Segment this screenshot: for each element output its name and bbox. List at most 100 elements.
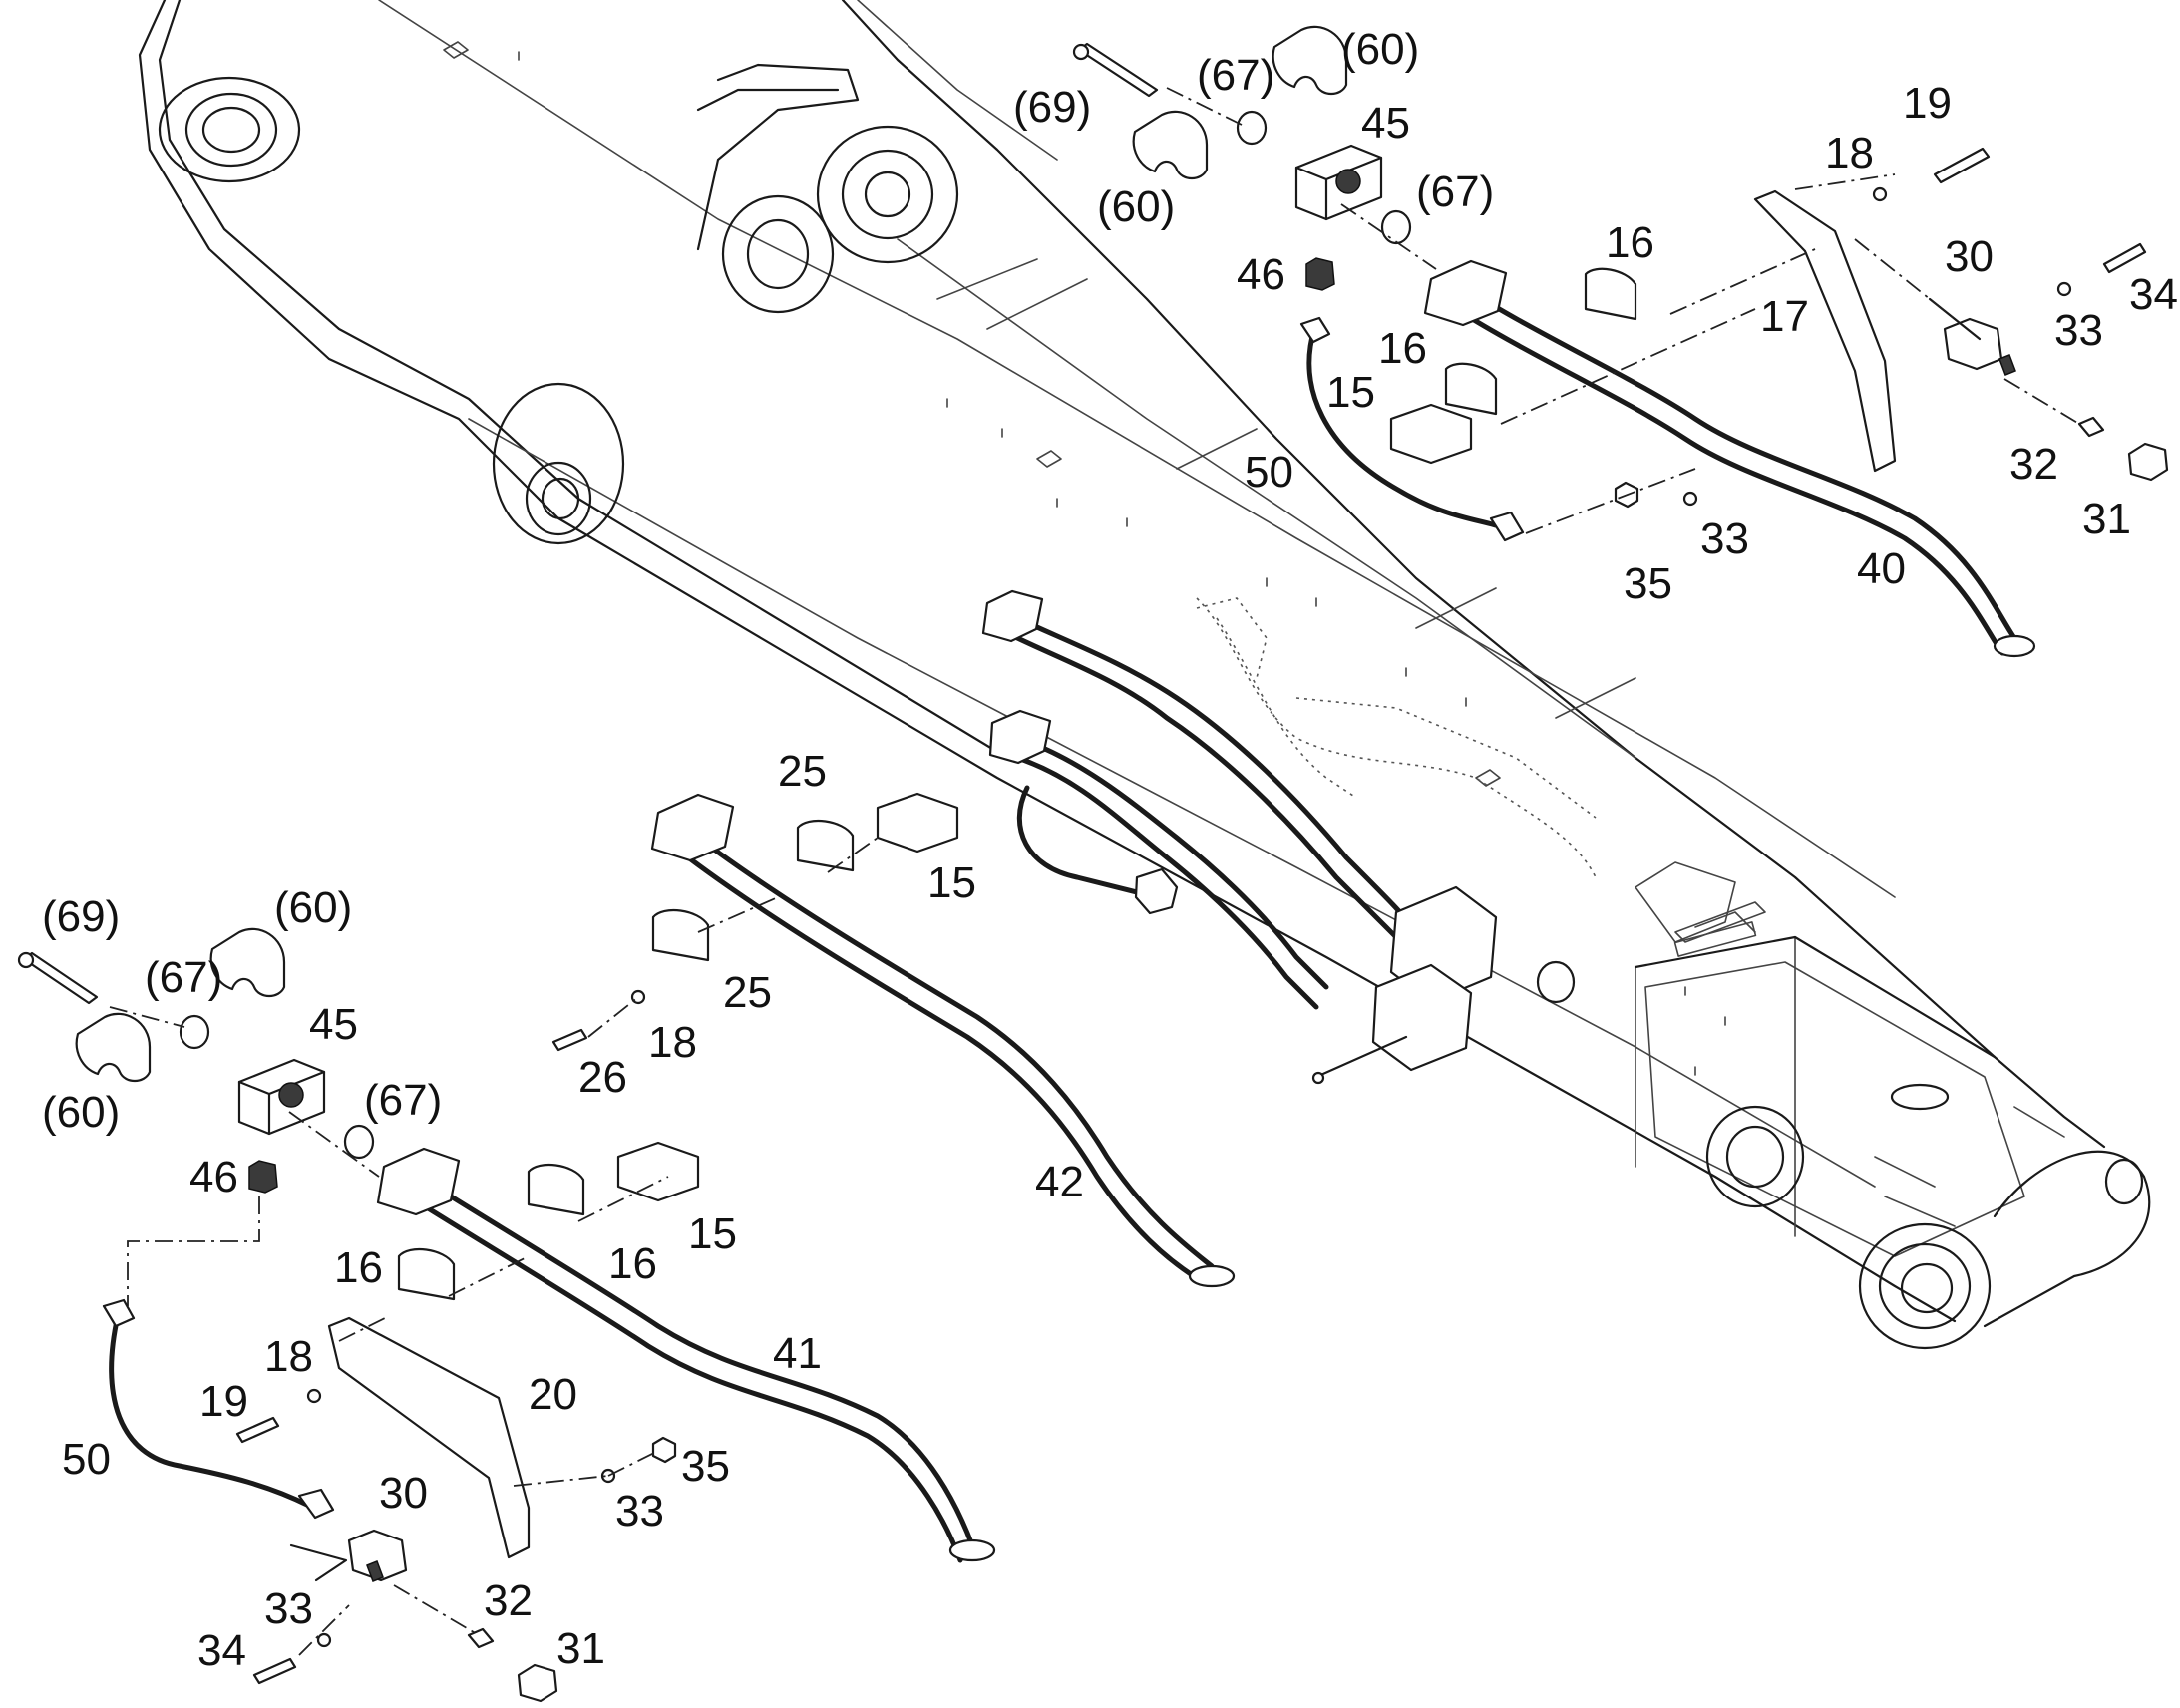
washer-18-lower: [306, 1388, 322, 1404]
label-32-lower: 32: [484, 1576, 533, 1625]
label-16-upper-a: 16: [1606, 218, 1654, 267]
nut-35-lower: [651, 1436, 677, 1464]
label-26: 26: [578, 1053, 627, 1102]
o-ring-67-lower: [1380, 209, 1412, 245]
bracket-20: [327, 1316, 531, 1559]
washer-33-lower: [1682, 491, 1698, 507]
label-31-lower: 31: [556, 1624, 605, 1673]
label-34-upper: 34: [2129, 270, 2178, 319]
bolt-69-lower: [22, 951, 99, 1005]
clamp-16-lower: [1444, 362, 1498, 416]
label-16-lower-b: 16: [608, 1239, 657, 1288]
nipple-32-lower: [467, 1627, 495, 1649]
callout-labels: (69) (60) (67) 45 (60) (67) 46 15 50 16 …: [42, 25, 2178, 1675]
pipe-40: [1463, 286, 2017, 641]
lower-left-exploded-parts: [17, 927, 996, 1703]
bolt-26: [551, 1028, 588, 1052]
label-20: 20: [529, 1370, 577, 1419]
o-ring-67-upper: [1236, 110, 1268, 146]
label-45-lower: 45: [309, 1000, 358, 1049]
cap-31-upper: [2127, 442, 2169, 482]
pipe-41: [416, 1174, 975, 1548]
label-32-upper: 32: [2009, 440, 2058, 489]
label-16-upper-b: 16: [1378, 324, 1427, 373]
center-boom-pipe-assembly: [981, 589, 1498, 1085]
label-60-lower-a: (60): [274, 883, 352, 932]
bolt-34-upper: [2102, 242, 2147, 274]
label-35-upper: 35: [1624, 559, 1672, 608]
washer-33-lower-b: [316, 1632, 332, 1648]
cap-31-lower: [517, 1663, 558, 1703]
label-25-middle-a: 25: [778, 747, 827, 796]
label-60-upper-a: (60): [1341, 25, 1419, 74]
flange-clamp-60-upper: [1272, 25, 1348, 96]
label-30-upper: 30: [1945, 232, 1994, 281]
o-ring-67-lower-a: [179, 1014, 210, 1050]
middle-exploded-parts: [551, 792, 1236, 1288]
ball-valve-30-upper: [1943, 317, 2003, 371]
bolt-19-lower: [235, 1416, 280, 1444]
label-18-upper: 18: [1825, 129, 1874, 177]
label-33-upper-a: 33: [2054, 306, 2103, 355]
label-15-middle: 15: [927, 858, 976, 907]
label-19-upper: 19: [1903, 79, 1952, 128]
label-69-upper: (69): [1013, 83, 1091, 132]
block-15-lower: [616, 1141, 700, 1202]
label-33-lower-a: 33: [615, 1487, 664, 1536]
upper-right-exploded-parts: [1072, 25, 2169, 658]
label-15-lower: 15: [688, 1209, 737, 1258]
bracket-17: [1753, 189, 1897, 473]
label-25-middle-b: 25: [723, 968, 772, 1017]
label-46-lower: 46: [189, 1153, 238, 1201]
label-45-upper: 45: [1361, 99, 1410, 148]
label-31-upper: 31: [2082, 495, 2131, 543]
block-15-middle: [876, 792, 959, 854]
clamp-25-lower: [651, 909, 710, 962]
label-35-lower: 35: [681, 1442, 730, 1491]
block-15-upper: [1389, 403, 1473, 465]
boom-structure: [138, 0, 2151, 1350]
clamp-25-upper: [796, 820, 855, 872]
flange-clamp-60-lower-b: [75, 1012, 152, 1083]
clamp-16-lower-b: [397, 1248, 456, 1301]
adapter-46-lower: [248, 1160, 278, 1194]
flange-clamp-60-lower-a: [209, 927, 286, 998]
label-46-upper: 46: [1237, 250, 1285, 299]
label-34-lower: 34: [197, 1626, 246, 1675]
label-60-lower-b: (60): [42, 1088, 120, 1137]
nipple-32-upper: [2077, 416, 2105, 438]
flange-clamp-60-lower: [1132, 110, 1209, 180]
label-17: 17: [1760, 292, 1809, 341]
ball-valve-30-lower: [347, 1529, 408, 1582]
label-50-upper: 50: [1245, 448, 1293, 497]
label-40: 40: [1857, 544, 1906, 593]
label-60-upper-b: (60): [1097, 182, 1175, 231]
bolt-19-upper: [1933, 147, 1991, 184]
label-18-middle: 18: [648, 1018, 697, 1067]
label-30-lower: 30: [379, 1469, 428, 1518]
label-42: 42: [1035, 1158, 1084, 1206]
hose-50-upper: [1306, 326, 1509, 531]
o-ring-67-lower-b: [343, 1124, 375, 1160]
label-69-lower: (69): [42, 892, 120, 941]
label-67-lower-b: (67): [364, 1076, 442, 1125]
label-19-lower: 19: [199, 1377, 248, 1426]
washer-18-middle: [630, 989, 646, 1005]
label-67-upper-b: (67): [1416, 168, 1494, 216]
label-33-upper-b: 33: [1700, 514, 1749, 563]
label-16-lower-a: 16: [334, 1243, 383, 1292]
washer-33-lower-a: [600, 1468, 616, 1484]
label-18-lower: 18: [264, 1332, 313, 1381]
label-41: 41: [773, 1329, 822, 1378]
hose-50-lower: [109, 1313, 312, 1509]
label-15-upper: 15: [1326, 368, 1375, 417]
clamp-16-lower-a: [527, 1164, 585, 1216]
pipe-42: [695, 835, 1215, 1269]
bolt-34-lower: [252, 1657, 297, 1685]
washer-33-upper: [2056, 281, 2072, 297]
washer-18-upper: [1872, 186, 1888, 202]
label-67-upper-a: (67): [1197, 51, 1274, 100]
clamp-16-upper: [1584, 267, 1637, 321]
label-67-lower-a: (67): [145, 953, 222, 1002]
